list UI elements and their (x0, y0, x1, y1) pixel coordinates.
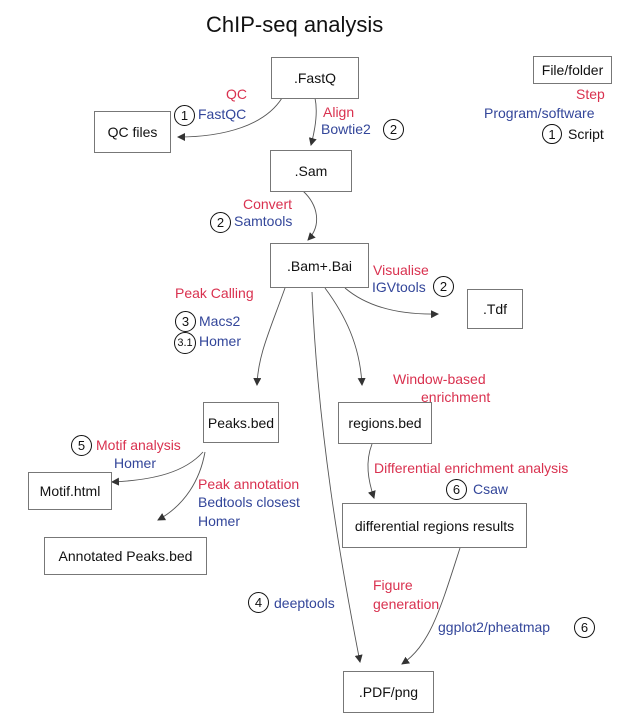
arrow-bam-pdf (311, 291, 363, 663)
step-window-line1: Window-based (393, 371, 486, 387)
arrow-bam-regions (324, 287, 366, 386)
step-window-line2: enrichment (421, 389, 491, 405)
program-csaw: Csaw (473, 481, 509, 497)
script-samtools: 2 (210, 212, 231, 233)
script-deeptools: 4 (248, 592, 269, 613)
program-homer-peak: Homer (199, 333, 242, 349)
program-homer-motif: Homer (114, 455, 157, 471)
arrow-fastq-sam (308, 97, 317, 146)
step-figure-line1: Figure (373, 577, 413, 593)
script-fastqc: 1 (174, 105, 195, 126)
script-bowtie2: 2 (383, 119, 404, 140)
arrow-sam-bam (302, 190, 317, 241)
file-motif-html: Motif.html (28, 472, 112, 510)
legend-step: Step (576, 86, 605, 102)
program-ggplot: ggplot2/pheatmap (438, 619, 551, 635)
file-regions-bed: regions.bed (338, 402, 432, 444)
program-samtools: Samtools (234, 213, 293, 229)
program-deeptools: deeptools (274, 595, 335, 611)
arrow-peaks-motif (111, 451, 204, 486)
arrow-diff-pdf (401, 547, 461, 665)
script-ggplot: 6 (574, 617, 595, 638)
program-fastqc: FastQC (198, 106, 247, 122)
arrow-peaks-annot (157, 451, 206, 521)
legend-script-circle: 1 (542, 124, 562, 144)
legend-program: Program/software (484, 105, 595, 121)
step-convert: Convert (243, 196, 293, 212)
script-homer: 3.1 (174, 332, 196, 354)
file-tdf: .Tdf (467, 289, 523, 329)
script-macs2: 3 (175, 311, 196, 332)
legend-script-label: Script (568, 126, 604, 142)
file-fastq: .FastQ (271, 57, 359, 99)
script-csaw: 6 (446, 479, 467, 500)
program-igvtools: IGVtools (372, 279, 426, 295)
diagram-title: ChIP-seq analysis (206, 12, 384, 37)
file-sam: .Sam (270, 150, 352, 192)
file-peaks-bed: Peaks.bed (203, 402, 279, 443)
arrow-bam-peaks (253, 287, 286, 386)
step-align: Align (323, 104, 355, 120)
arrow-bam-tdf (344, 287, 439, 319)
legend-file-box: File/folder (533, 56, 612, 84)
step-figure-line2: generation (373, 596, 440, 612)
step-peak-calling: Peak Calling (175, 285, 254, 301)
file-bam: .Bam+.Bai (270, 243, 369, 288)
file-annotated-peaks: Annotated Peaks.bed (44, 537, 207, 575)
arrow-fastq-qc (177, 97, 283, 141)
program-macs2: Macs2 (199, 313, 241, 329)
step-motif-analysis: Motif analysis (96, 437, 181, 453)
script-igvtools: 2 (433, 276, 454, 297)
program-bowtie2: Bowtie2 (321, 121, 371, 137)
step-qc: QC (226, 86, 247, 102)
file-qc-files: QC files (94, 111, 171, 153)
arrow-regions-diff (367, 443, 376, 499)
file-differential-results: differential regions results (342, 503, 527, 548)
file-pdf-png: .PDF/png (343, 671, 434, 713)
step-peak-annotation: Peak annotation (198, 476, 300, 492)
step-visualise: Visualise (373, 262, 429, 278)
program-bedtools: Bedtools closest (198, 494, 300, 510)
step-differential-enrichment: Differential enrichment analysis (374, 460, 569, 476)
script-motif: 5 (71, 435, 92, 456)
program-homer-annot: Homer (198, 513, 241, 529)
